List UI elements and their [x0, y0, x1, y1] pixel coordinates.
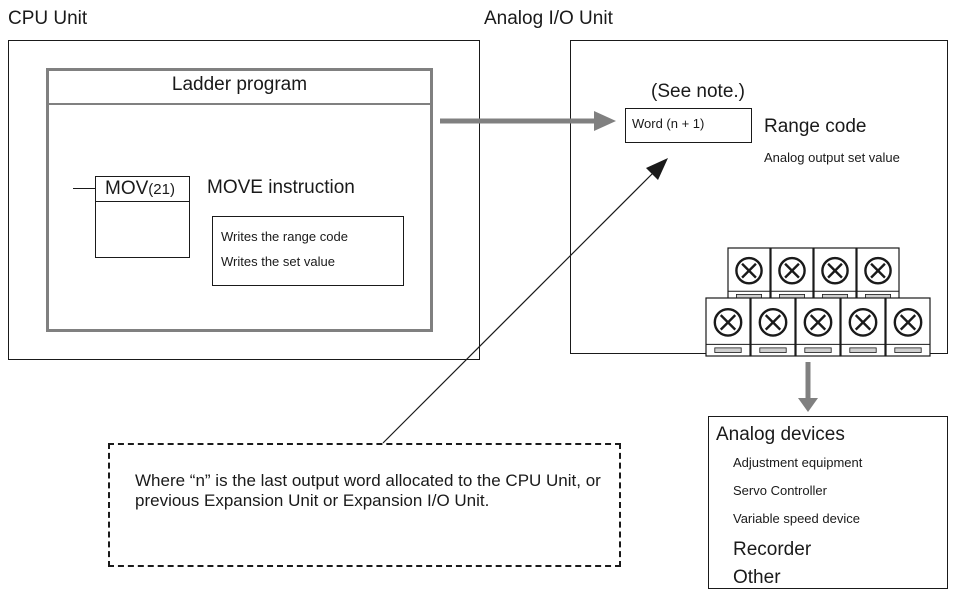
note-pointer-arrow-head: [646, 158, 668, 180]
device-adjustment-equipment: Adjustment equipment: [733, 455, 863, 470]
analog-io-unit-title: Analog I/O Unit: [484, 8, 613, 29]
range-code-label: Range code: [764, 116, 867, 137]
mov-code: (21): [148, 181, 175, 198]
ladder-program-divider: [46, 103, 433, 105]
terminal-screw-icon: [770, 247, 814, 303]
terminal-screw-icon: [795, 297, 841, 357]
analog-devices-title: Analog devices: [716, 424, 845, 445]
terminal-screw-icon: [727, 247, 771, 303]
terminal-screw-icon: [840, 297, 886, 357]
mov-block-divider: [95, 201, 190, 202]
mov-name: MOV: [105, 178, 149, 199]
data-flow-arrow-head: [594, 111, 616, 131]
word-n-plus-1-label: Word (n + 1): [632, 116, 705, 131]
output-arrow-head: [798, 398, 818, 412]
mov-notes-box: [212, 216, 404, 286]
footnote-text: Where “n” is the last output word alloca…: [135, 471, 601, 510]
mov-instruction-desc: MOVE instruction: [207, 177, 355, 198]
cpu-unit-title: CPU Unit: [8, 8, 88, 29]
terminal-screw-icon: [813, 247, 857, 303]
terminal-screw-icon: [885, 297, 931, 357]
device-servo-controller: Servo Controller: [733, 483, 827, 498]
device-recorder: Recorder: [733, 539, 812, 560]
word-n-plus-1-box: [625, 108, 752, 143]
mov-note-set-value: Writes the set value: [221, 254, 335, 269]
terminal-screw-icon: [856, 247, 900, 303]
see-note-label: (See note.): [651, 81, 745, 102]
terminal-screw-icon: [750, 297, 796, 357]
footnote-box: [108, 443, 621, 567]
ladder-program-title: Ladder program: [171, 74, 308, 95]
mov-instruction-block: [95, 176, 190, 258]
note-pointer-line: [382, 169, 657, 444]
mov-note-range-code: Writes the range code: [221, 229, 348, 244]
mov-mnemonic: MOV(21): [105, 178, 175, 200]
analog-output-set-value-label: Analog output set value: [764, 150, 900, 165]
device-other: Other: [733, 567, 781, 588]
terminal-screw-icon: [705, 297, 751, 357]
mov-input-line: [73, 188, 95, 189]
device-variable-speed: Variable speed device: [733, 511, 860, 526]
analog-devices-box: [708, 416, 948, 589]
